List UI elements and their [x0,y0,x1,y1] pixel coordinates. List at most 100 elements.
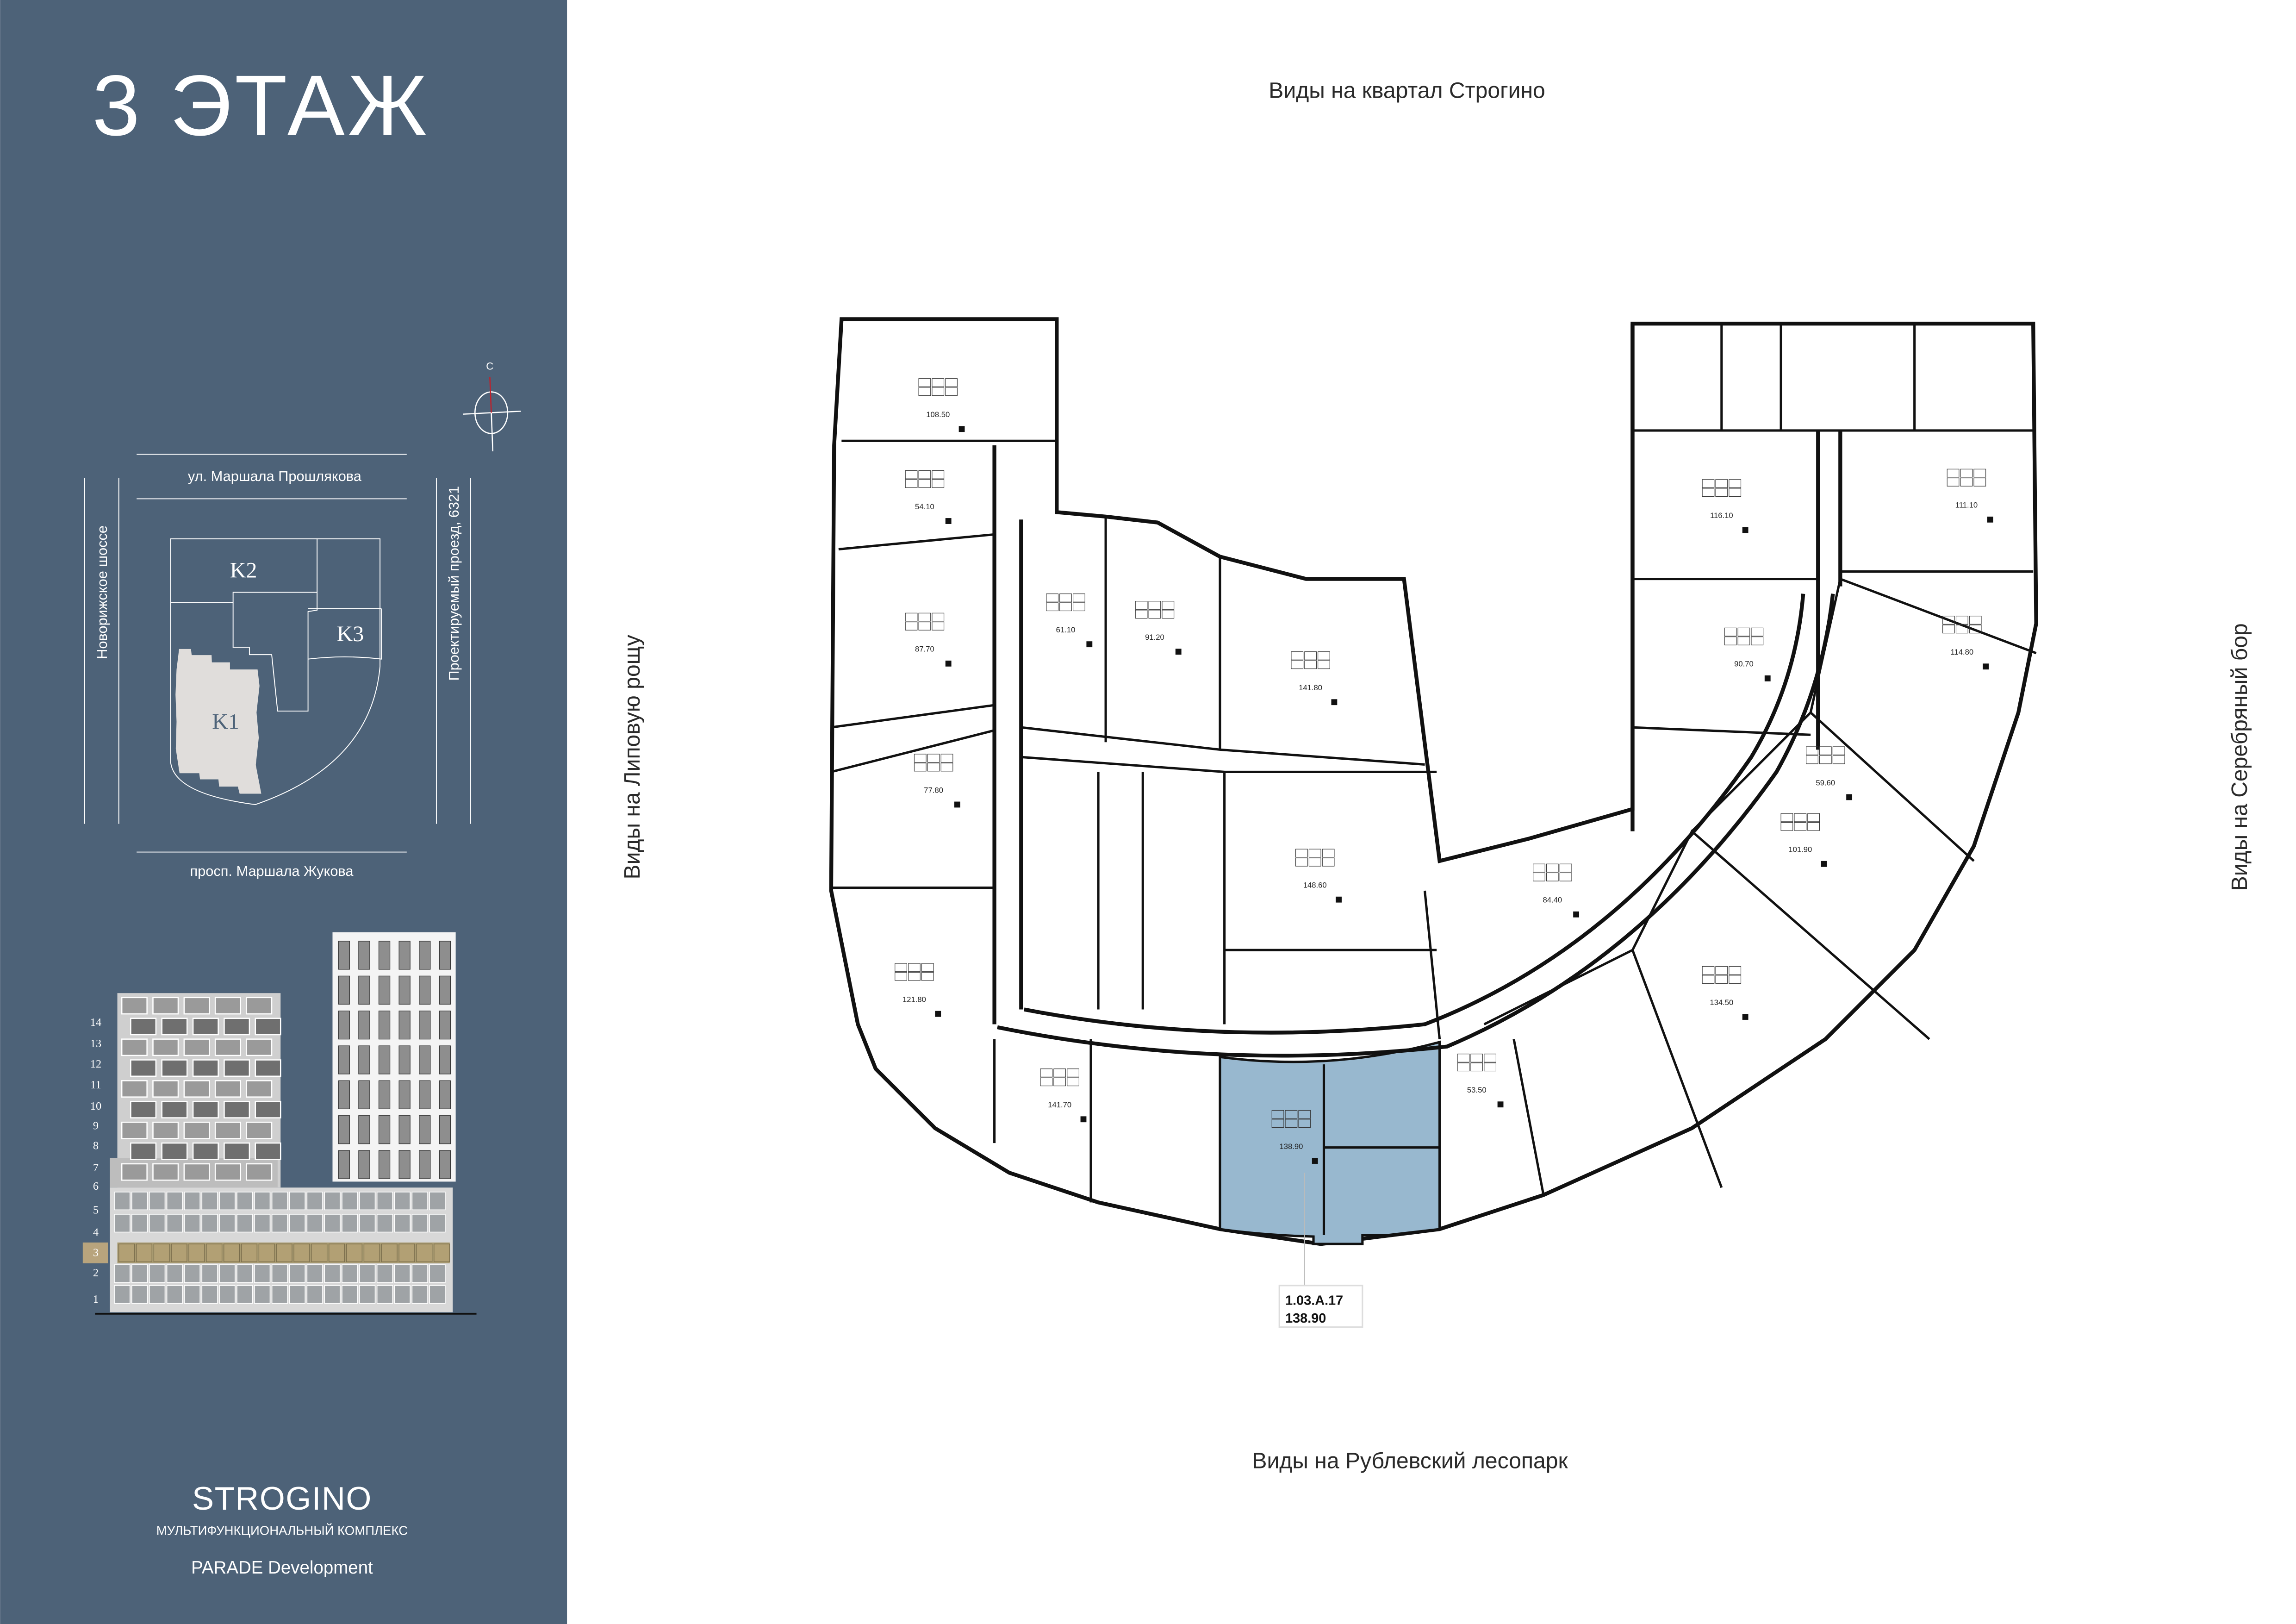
selected-floor-window [311,1243,328,1262]
tower-window [338,975,350,1005]
block-window [121,1080,148,1098]
floor-number-11[interactable]: 11 [90,1079,101,1091]
room-area-label[interactable]: 91.20 [1145,633,1164,642]
desk-icon [905,470,918,479]
podium-window [429,1192,446,1211]
room-area-label[interactable]: 121.80 [902,995,926,1004]
selected-floor-window [329,1243,345,1262]
podium-window [131,1285,148,1304]
podium-window [324,1214,341,1233]
room-area-label[interactable]: 134.50 [1710,998,1733,1007]
floor-number-3[interactable]: 3 [93,1247,99,1259]
tower-window [419,941,431,970]
floor-number-13[interactable]: 13 [90,1037,101,1050]
unit-callout-box[interactable] [1278,1285,1363,1328]
room-area-label[interactable]: 148.60 [1303,881,1327,890]
column-icon [1742,1014,1748,1020]
tower-window [338,1150,350,1179]
podium-window [411,1285,428,1304]
room-area-label[interactable]: 90.70 [1734,660,1754,668]
desk-icon [1960,468,1973,478]
floor-number-14[interactable]: 14 [90,1016,101,1029]
podium-window [184,1285,200,1304]
tower-window [338,1080,350,1109]
podium-window [306,1192,323,1211]
desk-icon [905,621,918,631]
room-area-label[interactable]: 59.60 [1816,778,1835,787]
floor-number-10[interactable]: 10 [90,1100,101,1112]
desk-icon [1702,975,1715,984]
floor-number-5[interactable]: 5 [93,1204,99,1216]
room-area-label[interactable]: 111.10 [1955,501,1978,510]
room-area-label[interactable]: 141.80 [1299,683,1322,692]
podium-window [342,1285,358,1304]
podium-window [201,1285,218,1304]
podium-window [411,1264,428,1283]
block-window [214,997,241,1015]
floor-number-1[interactable]: 1 [93,1293,99,1305]
desk-icon [1973,468,1986,478]
desk-icon [1162,601,1175,610]
block-window [130,1018,157,1036]
block-window [192,1142,219,1160]
desk-icon [1298,1119,1311,1128]
desk-icon [1291,651,1304,660]
block-window [246,1080,273,1098]
building-k1-label: K1 [212,709,239,734]
floor-number-9[interactable]: 9 [93,1120,99,1132]
podium-window [201,1214,218,1233]
room-area-label[interactable]: 101.90 [1788,845,1812,854]
selected-floor-window [171,1243,187,1262]
room-area-label[interactable]: 108.50 [926,410,950,419]
selected-floor-window [381,1243,398,1262]
desk-icon [932,621,945,631]
tower-window [419,975,431,1005]
desk-icon [1285,1110,1298,1119]
podium-window [114,1285,131,1304]
desk-icon [1806,755,1818,764]
room-area-label[interactable]: 77.80 [924,786,943,794]
room-area-label[interactable]: 138.90 [1279,1142,1303,1151]
tower-window [358,975,370,1005]
desk-icon [1546,863,1559,873]
podium-window [359,1264,376,1283]
floor-number-6[interactable]: 6 [93,1180,99,1193]
tower-window [338,1011,350,1040]
room-area-label[interactable]: 84.40 [1543,896,1562,905]
podium-window [219,1214,236,1233]
block-window [192,1059,219,1077]
room-area-label[interactable]: 116.10 [1710,511,1733,520]
building-k2-label[interactable]: K2 [230,558,257,582]
building-k3-label[interactable]: K3 [337,622,364,646]
podium-window [376,1285,393,1304]
tower-window [378,1045,391,1074]
podium-window [411,1214,428,1233]
selected-floor-window [153,1243,170,1262]
column-icon [1312,1158,1318,1164]
block-window [246,997,273,1015]
podium-window [254,1192,271,1211]
room-area-label[interactable]: 114.80 [1950,648,1973,656]
tower-window [439,941,451,970]
floor-number-2[interactable]: 2 [93,1267,99,1279]
room-area-label[interactable]: 87.70 [915,645,934,654]
room-area-label[interactable]: 61.10 [1056,625,1076,634]
room-area-label[interactable]: 54.10 [915,502,934,511]
building-k1-selected[interactable] [175,649,261,794]
selected-unit-1-03-a-17[interactable] [1219,1040,1441,1245]
desk-icon [1053,1068,1066,1077]
desk-icon [895,972,907,981]
room-area-label[interactable]: 141.70 [1048,1100,1071,1109]
desk-icon [1318,660,1330,669]
block-window [183,1038,210,1056]
floor-number-4[interactable]: 4 [93,1226,99,1238]
floor-number-12[interactable]: 12 [90,1058,101,1070]
desk-icon [1794,822,1807,831]
street-right-label: Проектируемый проезд, 6321 [446,486,462,681]
room-area-label[interactable]: 53.50 [1467,1086,1487,1094]
floor-number-8[interactable]: 8 [93,1140,99,1152]
tower-window [398,975,411,1005]
floor-number-7[interactable]: 7 [93,1162,99,1174]
desk-icon [1533,872,1545,881]
tower-window [358,941,370,970]
